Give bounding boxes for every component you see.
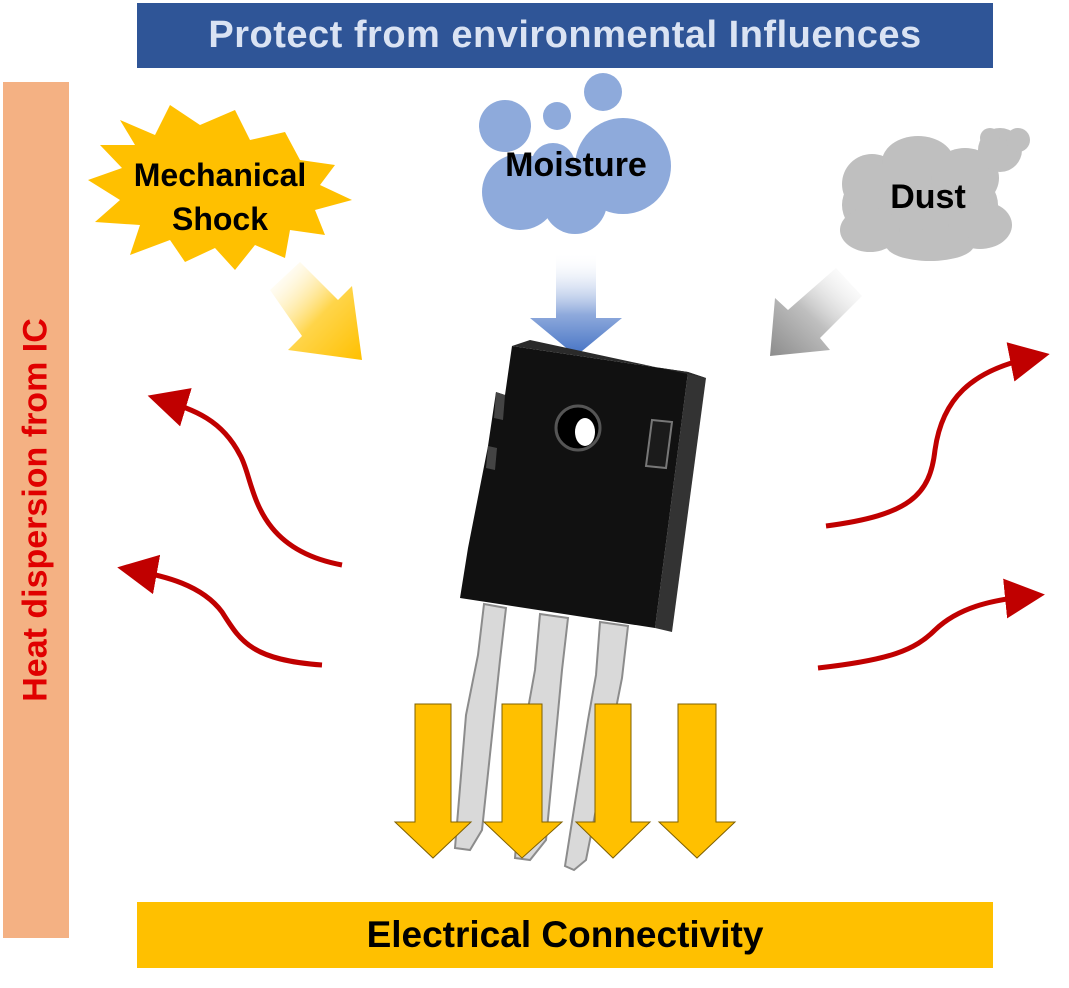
down-arrow-icon: [482, 703, 564, 859]
shock-arrow-icon: [270, 262, 362, 360]
bottom-banner-title: Electrical Connectivity: [366, 914, 764, 955]
dust-label: Dust: [890, 178, 966, 216]
dust-arrow-icon: [770, 268, 862, 356]
bubbles-icon: Moisture: [479, 73, 671, 234]
top-banner-title: Protect from environmental Influences: [208, 14, 922, 56]
down-arrow-icon: [574, 703, 652, 859]
heat-wave-arrow-icon: [817, 578, 1045, 671]
transistor-icon: [453, 340, 706, 872]
moisture-label: Moisture: [505, 146, 647, 184]
cloud-icon: Dust: [840, 128, 1030, 261]
starburst-icon: Mechanical Shock: [88, 105, 352, 270]
down-arrow-icon: [393, 703, 473, 859]
heat-wave-arrow-icon: [825, 342, 1050, 529]
top-banner: Protect from environmental Influences: [137, 3, 993, 68]
side-bar: [3, 82, 69, 938]
moisture-arrow-icon: [530, 252, 622, 356]
heat-wave-arrow-icon: [147, 388, 343, 568]
down-arrow-icon: [657, 703, 737, 859]
bottom-banner: Electrical Connectivity: [137, 902, 993, 968]
shock-label-line2: Shock: [172, 201, 268, 237]
shock-label-line1: Mechanical: [134, 157, 307, 193]
heat-wave-arrow-icon: [117, 554, 323, 668]
